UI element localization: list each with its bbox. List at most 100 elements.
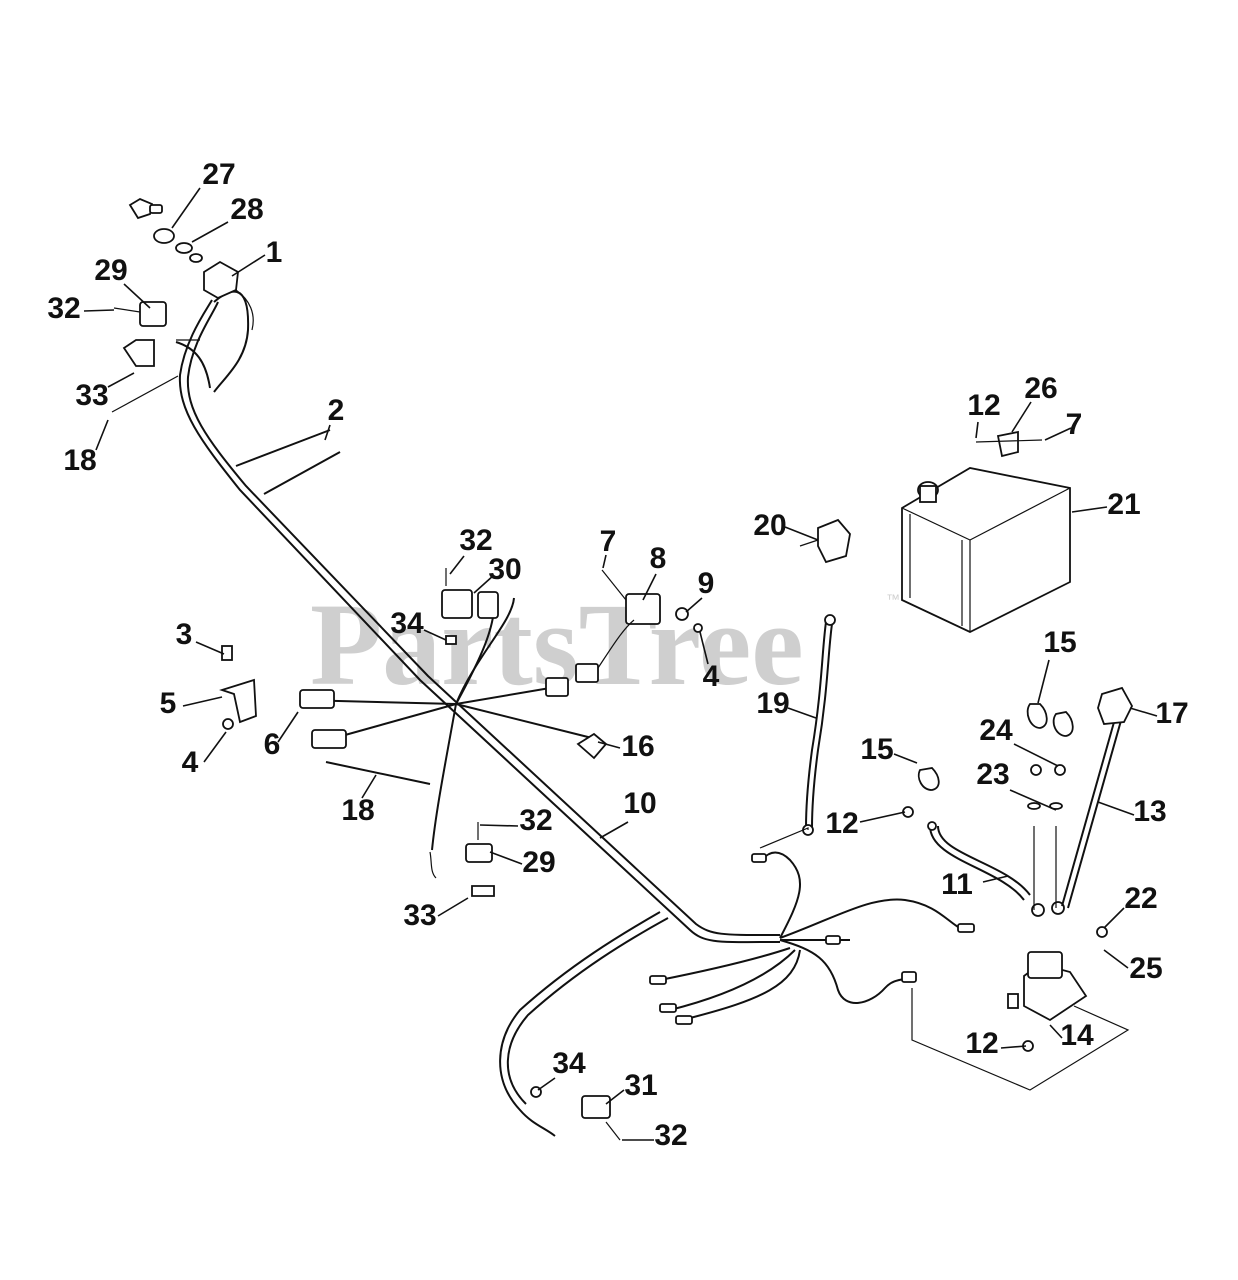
leader-line-17 — [1129, 707, 1158, 717]
callout-32b: 32 — [459, 524, 492, 557]
wiring-harness — [175, 290, 1031, 1137]
leader-line-30 — [473, 574, 495, 594]
leader-line-12b — [859, 811, 906, 823]
callout-17: 17 — [1155, 697, 1188, 730]
callout-10: 10 — [623, 787, 656, 820]
module — [545, 569, 703, 697]
leader-line-3a — [195, 641, 225, 655]
seat-switch-top — [111, 301, 200, 413]
ignition-switch — [128, 197, 254, 331]
callout-layer: 1234567789410111212121314151516171818192… — [47, 158, 1188, 1152]
callout-26: 26 — [1024, 372, 1057, 405]
callout-12a: 12 — [967, 389, 1000, 422]
callout-29b: 29 — [522, 846, 555, 879]
leader-line-15b — [893, 753, 918, 764]
callout-32d: 32 — [654, 1119, 687, 1152]
leader-line-34a — [423, 629, 447, 641]
callout-15b: 15 — [860, 733, 893, 766]
leader-line-23 — [1009, 789, 1057, 811]
leader-line-19 — [787, 707, 817, 719]
leader-line-15a — [1037, 659, 1050, 704]
callout-18b: 18 — [341, 794, 374, 827]
leader-line-2 — [324, 424, 331, 441]
callout-2: 2 — [328, 394, 345, 427]
leader-line-14 — [1049, 1024, 1063, 1039]
leader-line-6 — [277, 711, 299, 743]
terminal-boot — [799, 518, 851, 564]
callout-12b: 12 — [825, 807, 858, 840]
callout-23: 23 — [976, 758, 1009, 791]
leader-line-26 — [1011, 401, 1032, 433]
callout-4a: 4 — [182, 746, 199, 779]
leader-line-7a — [602, 554, 607, 569]
callout-24: 24 — [979, 714, 1013, 747]
callout-33b: 33 — [403, 899, 436, 932]
leader-line-18b — [361, 774, 377, 799]
callout-16: 16 — [621, 730, 654, 763]
connectors — [299, 689, 437, 879]
leader-line-33b — [437, 897, 469, 917]
leader-line-18a — [95, 419, 109, 451]
callout-7b: 7 — [1066, 408, 1083, 441]
leader-line-32b — [449, 555, 465, 575]
leader-line-21 — [1071, 506, 1108, 513]
callout-4b: 4 — [703, 660, 720, 693]
callout-34a: 34 — [390, 607, 424, 640]
leader-line-27 — [171, 187, 201, 229]
leader-line-25 — [1103, 949, 1129, 969]
leader-line-22 — [1103, 907, 1125, 929]
callout-15a: 15 — [1043, 626, 1076, 659]
bracket-assembly — [219, 645, 257, 730]
leader-line-34b — [537, 1077, 556, 1091]
leader-line-9 — [685, 597, 703, 613]
leader-line-24 — [1013, 743, 1059, 767]
callout-14: 14 — [1060, 1019, 1094, 1052]
callout-3a: 3 — [176, 618, 193, 651]
leader-line-16 — [597, 741, 621, 749]
leader-line-29a — [123, 283, 151, 309]
callout-22: 22 — [1124, 882, 1157, 915]
leader-line-10 — [599, 821, 629, 839]
callout-6: 6 — [264, 728, 281, 761]
leader-line-8 — [642, 573, 657, 601]
leader-line-4b — [699, 631, 709, 665]
cable-ties — [235, 429, 341, 495]
callout-25: 25 — [1129, 952, 1162, 985]
callout-34b: 34 — [552, 1047, 586, 1080]
callout-33a: 33 — [75, 379, 108, 412]
callout-20: 20 — [753, 509, 786, 542]
callout-5: 5 — [160, 687, 177, 720]
callout-32c: 32 — [519, 804, 552, 837]
harness-terminals — [649, 853, 975, 1025]
battery — [901, 430, 1071, 634]
leader-line-31 — [605, 1089, 625, 1105]
leader-line-32a — [83, 309, 115, 312]
callout-27: 27 — [202, 158, 235, 191]
callout-19: 19 — [756, 687, 789, 720]
callout-21: 21 — [1107, 488, 1140, 521]
leader-line-20 — [784, 526, 819, 541]
callout-28: 28 — [230, 193, 263, 226]
leader-line-33a — [107, 372, 135, 388]
leader-line-12c — [1000, 1045, 1027, 1049]
relay — [441, 568, 499, 645]
callout-29a: 29 — [94, 254, 127, 287]
leader-line-28 — [191, 221, 229, 243]
interlock-switch — [465, 822, 495, 897]
leader-line-7b — [1044, 427, 1072, 441]
leader-line-1 — [231, 254, 266, 277]
leader-line-32c — [479, 824, 519, 827]
switch-bottom — [530, 1086, 621, 1141]
leader-line-13 — [1097, 801, 1135, 816]
callout-13: 13 — [1133, 795, 1166, 828]
callout-31: 31 — [624, 1069, 657, 1102]
leader-line-4a — [203, 731, 227, 763]
leader-line-5 — [182, 696, 223, 707]
callout-12c: 12 — [965, 1027, 998, 1060]
callout-9: 9 — [698, 567, 715, 600]
callout-7a: 7 — [600, 525, 617, 558]
clip — [576, 732, 608, 760]
callout-32a: 32 — [47, 292, 80, 325]
